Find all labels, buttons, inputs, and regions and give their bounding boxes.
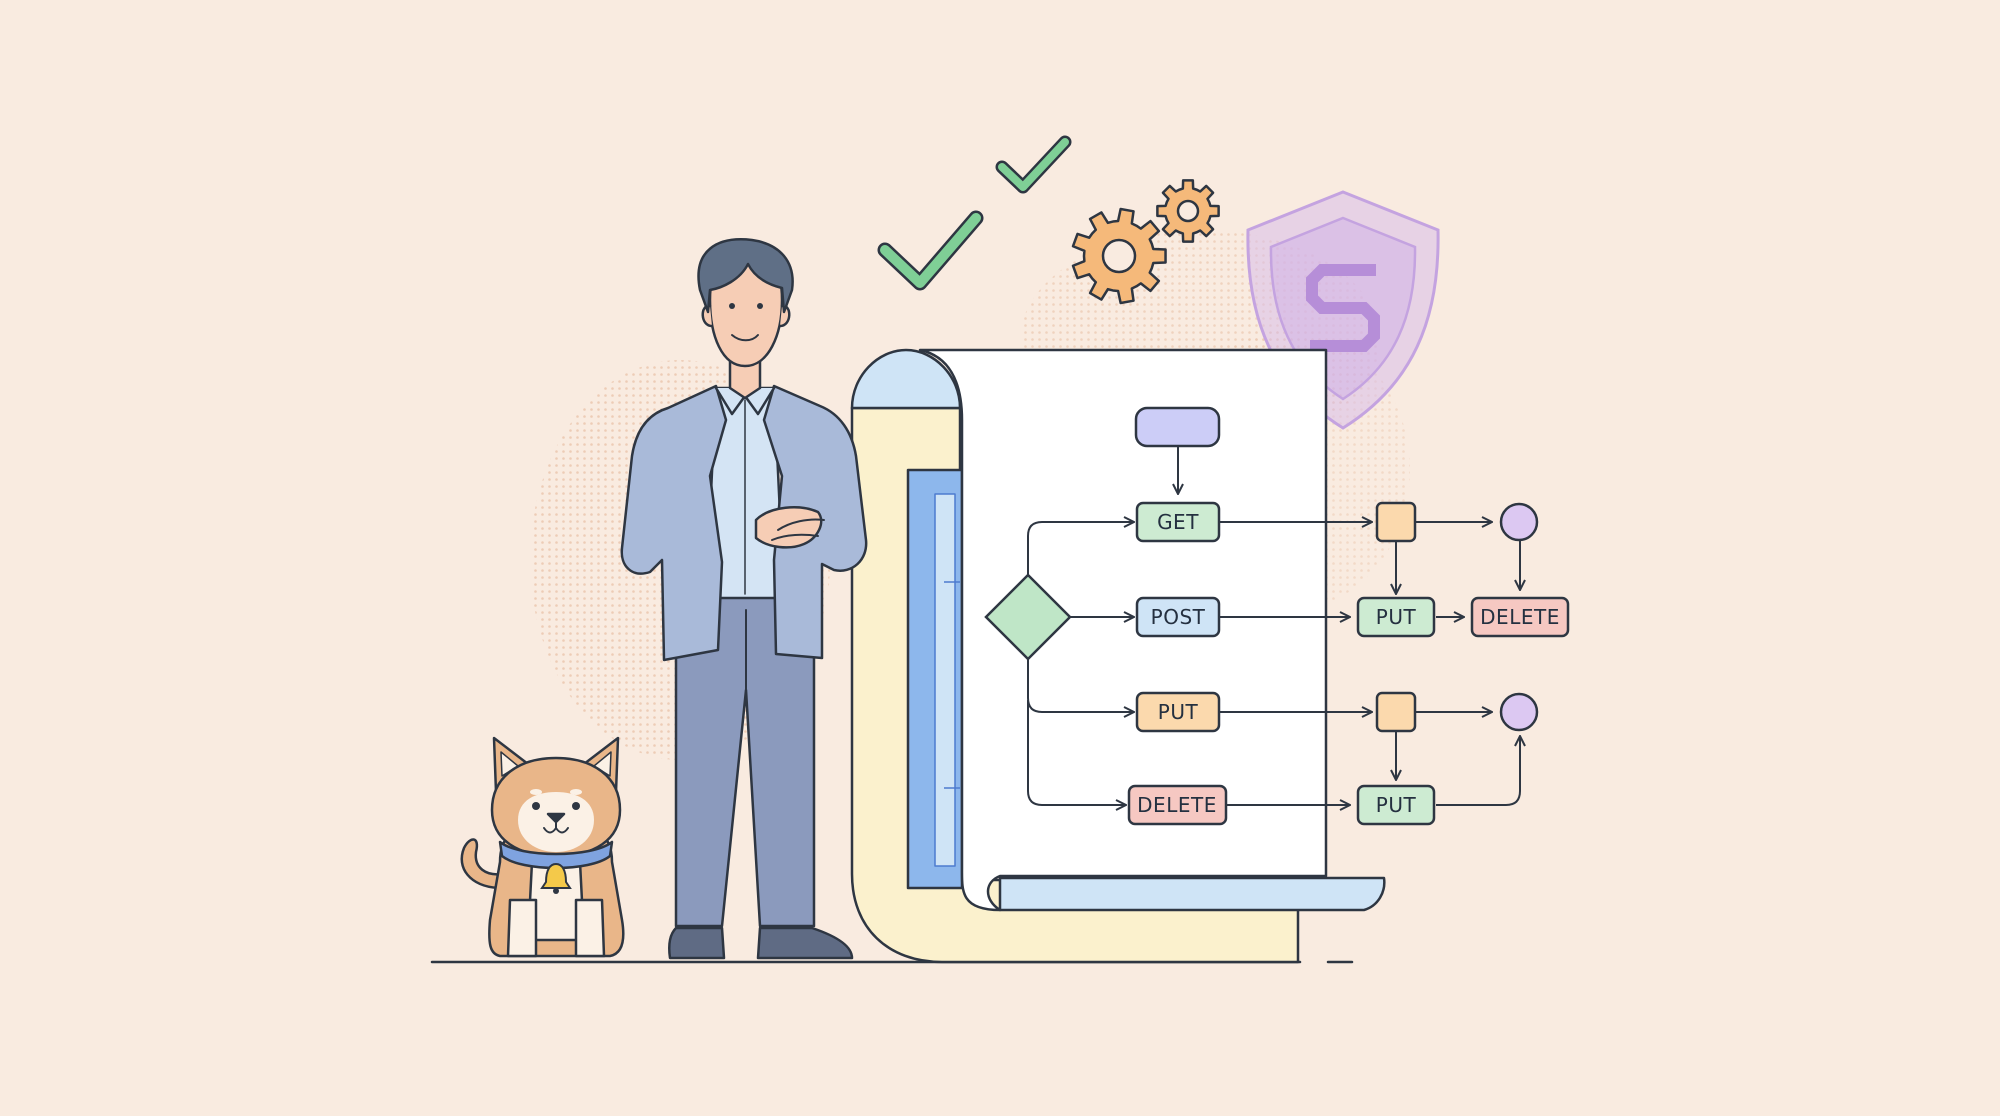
flowchart-connectors [1027,446,1520,805]
gear-hole [1176,199,1200,223]
gear-icon [1071,207,1167,305]
gear-hole [1101,238,1137,274]
post-delete-node: DELETE [1470,596,1570,638]
connector-square [1375,501,1417,543]
get-node-label: GET [1157,510,1199,534]
post-delete-node-label: DELETE [1480,605,1560,629]
delete-node: DELETE [1127,784,1228,826]
checkmark-icon [877,210,984,291]
delete-node-label: DELETE [1137,793,1217,817]
delete-put-node-label: PUT [1376,793,1417,817]
put-node-label: PUT [1158,700,1199,724]
gear-icon [1156,179,1220,243]
end-circle [1499,502,1539,542]
flowchart: GET POST PUT DELETE PUT DELETE PUT [984,406,1570,826]
end-circle [1499,692,1539,732]
post-node: POST [1135,596,1221,638]
flow-start-node [1134,406,1221,448]
person-character [620,238,868,960]
decision-diamond [984,573,1072,661]
bell-icon [540,862,572,894]
shiba-dog-character [460,736,625,958]
api-document-scroll [850,348,1386,964]
checkmark-icon [995,135,1072,194]
post-put-node-label: PUT [1376,605,1417,629]
get-node: GET [1135,501,1221,543]
post-node-label: POST [1151,605,1206,629]
connector-square [1375,691,1417,733]
put-node: PUT [1135,691,1221,733]
delete-put-node: PUT [1356,784,1436,826]
post-put-node: PUT [1356,596,1436,638]
